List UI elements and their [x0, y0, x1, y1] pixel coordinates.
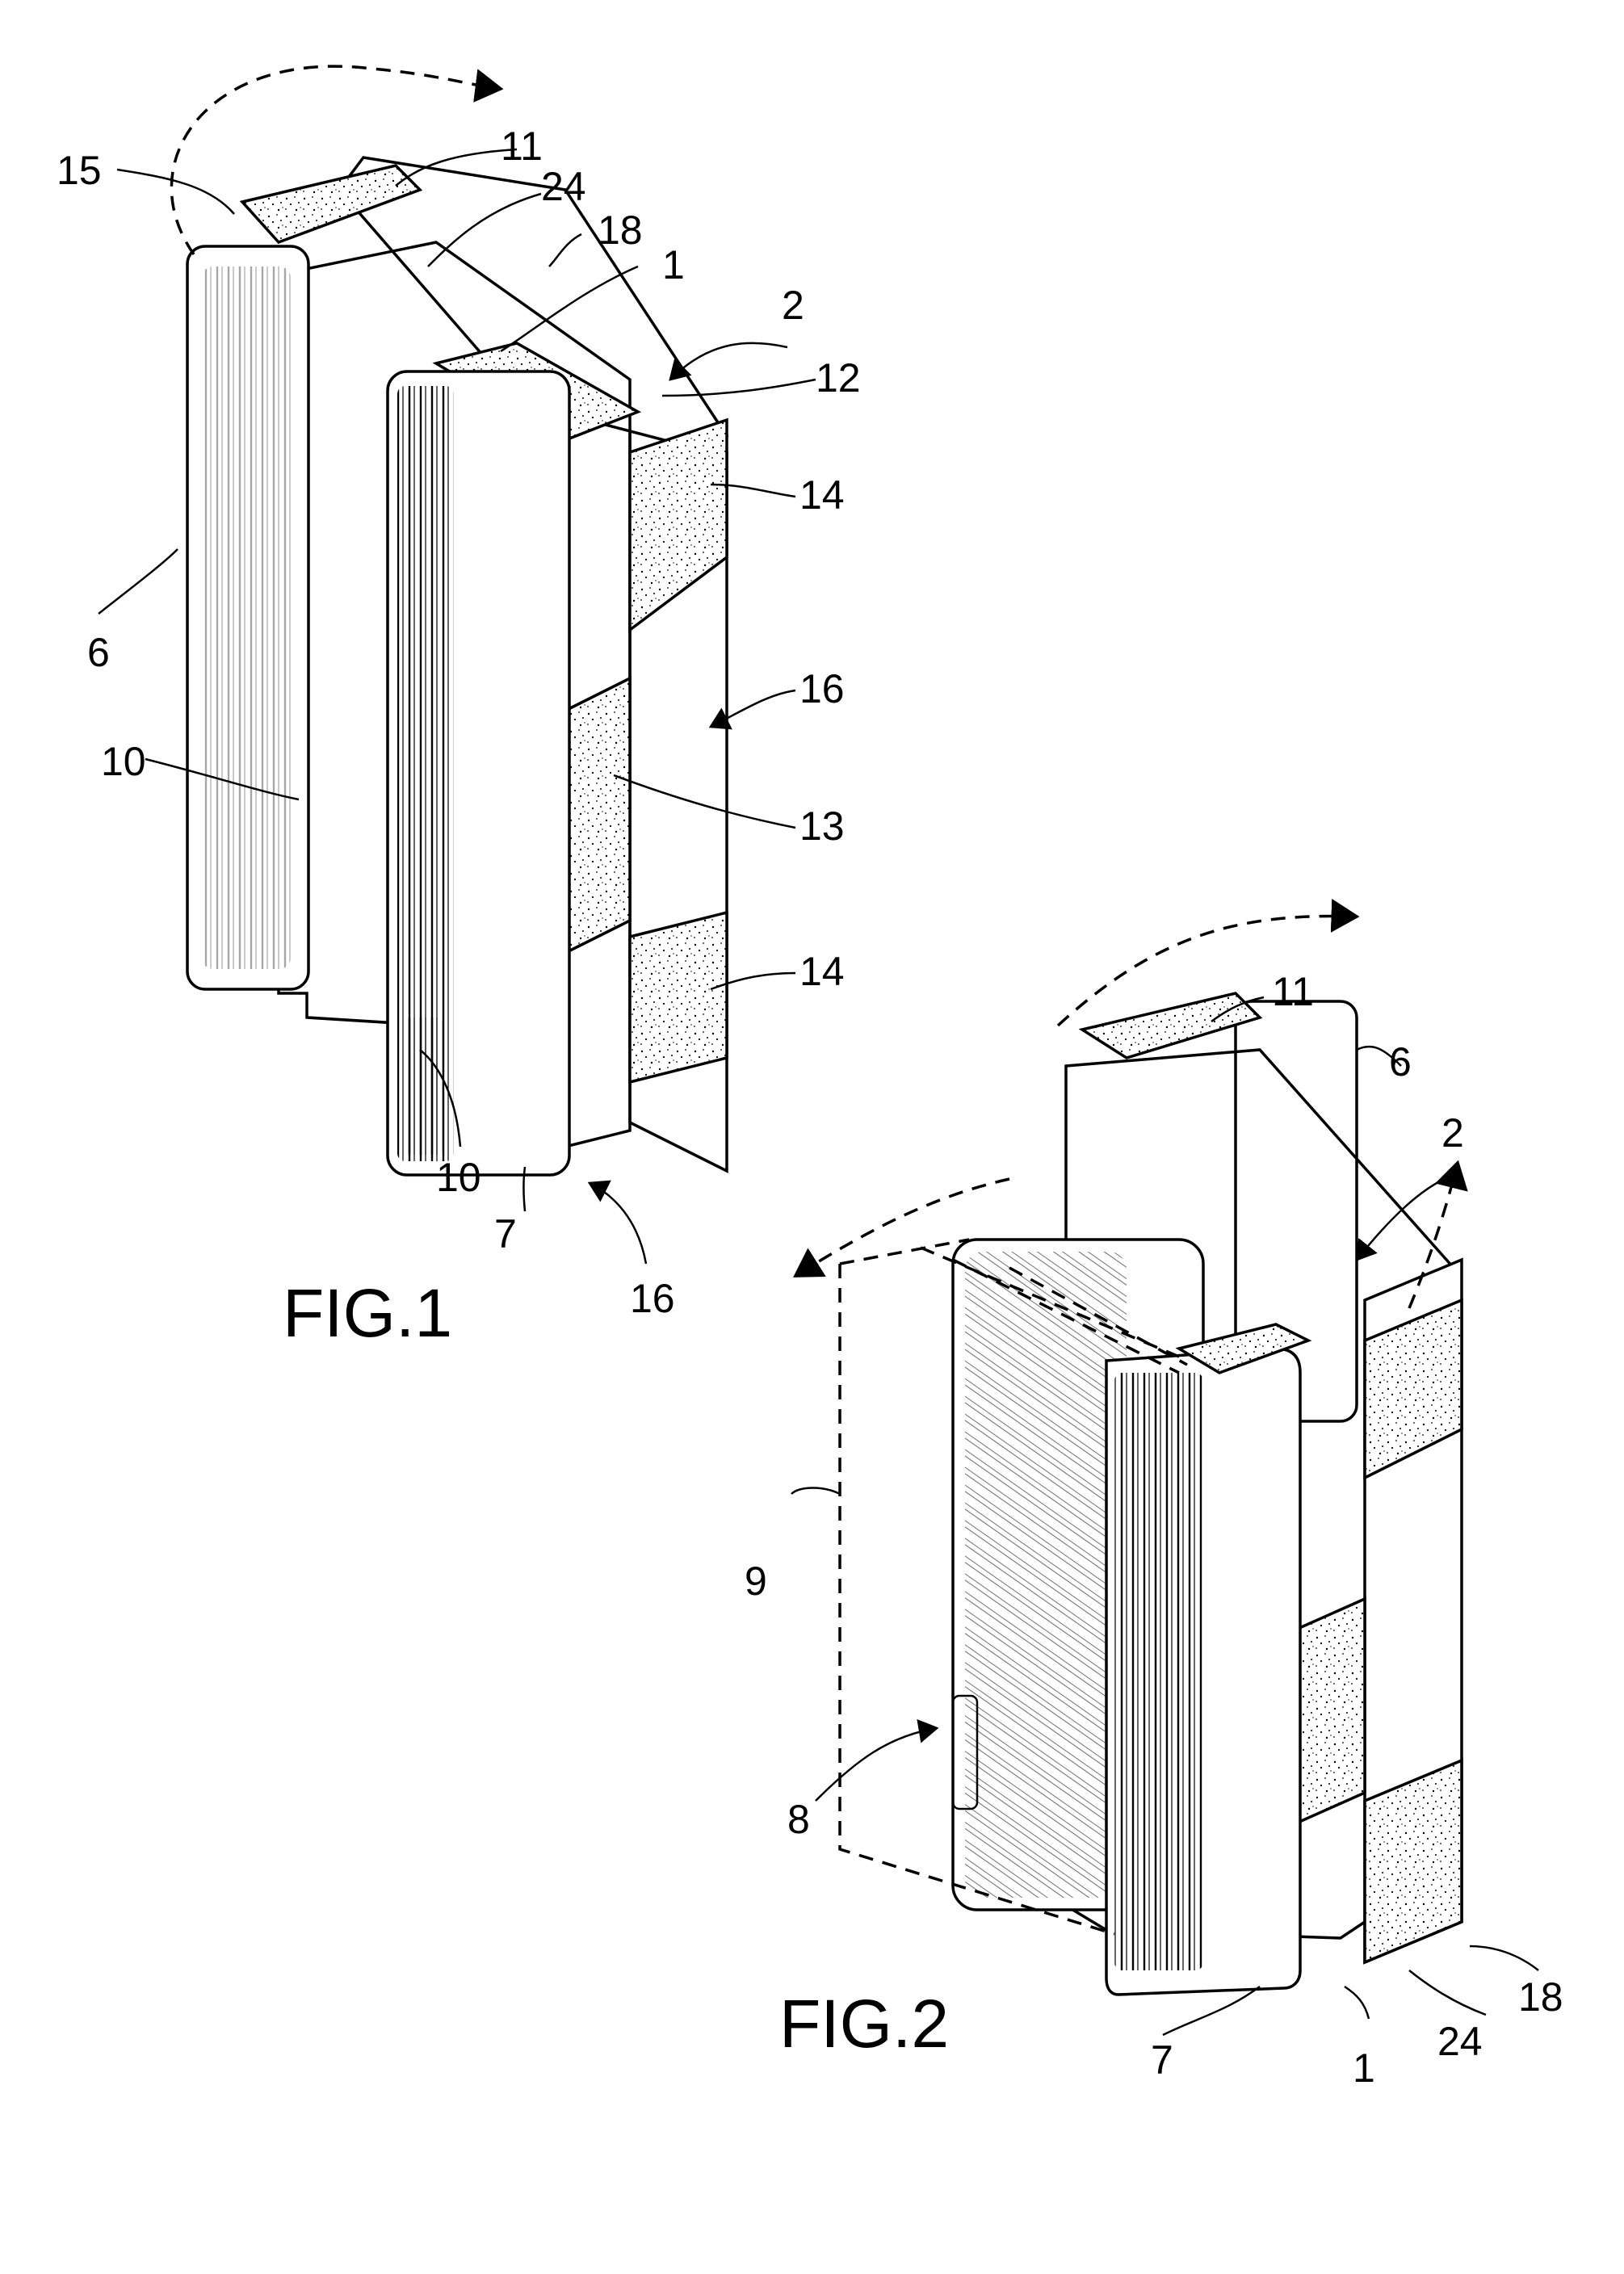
fig2-ref-7: 7 [1151, 2037, 1173, 2083]
fig2-ref-1: 1 [1353, 2045, 1375, 2091]
fig1-ref-15: 15 [57, 148, 102, 193]
fig1-ref-13: 13 [799, 803, 845, 849]
fig1-strap-14-lower [630, 913, 727, 1082]
fig2-ref-11: 11 [1272, 969, 1314, 1014]
fig1-ref-14: 14 [799, 949, 845, 994]
fig2-ref-2: 2 [1441, 1110, 1464, 1156]
fig1-ref-2: 2 [782, 283, 804, 328]
figure-1: 15 11 24 18 1 2 12 14 6 16 10 13 14 10 7… [57, 66, 861, 1351]
fig1-ref-14: 14 [799, 472, 845, 518]
fig2-ref-8: 8 [787, 1797, 810, 1842]
fig1-ref-16: 16 [630, 1276, 675, 1321]
figure-2: 11 6 2 9 8 7 1 24 18 FIG.2 [745, 916, 1563, 2091]
fig1-ref-16: 16 [799, 666, 845, 711]
fig1-ref-1: 1 [662, 242, 685, 287]
fig1-ref-11: 11 [501, 124, 543, 169]
fig1-strap-13 [565, 678, 630, 953]
fig2-ref-9: 9 [745, 1559, 767, 1604]
fig2-ref-18: 18 [1518, 1974, 1563, 2020]
fig1-ref-7: 7 [494, 1211, 517, 1257]
fig2-ref-24: 24 [1437, 2019, 1483, 2064]
fig1-caption: FIG.1 [283, 1275, 452, 1351]
fig1-ref-12: 12 [816, 355, 861, 401]
fig1-ref-10: 10 [101, 739, 146, 784]
fig1-ref-18: 18 [598, 208, 643, 253]
fig2-caption: FIG.2 [779, 1986, 949, 2062]
fig1-ref-6: 6 [87, 630, 110, 675]
fig2-strap-11 [1082, 993, 1260, 1058]
fig2-ref-6: 6 [1389, 1039, 1412, 1085]
fig1-ref-24: 24 [541, 164, 586, 209]
fig1-ref-10: 10 [436, 1155, 481, 1200]
fig2-strap-middle [1292, 1599, 1365, 1825]
